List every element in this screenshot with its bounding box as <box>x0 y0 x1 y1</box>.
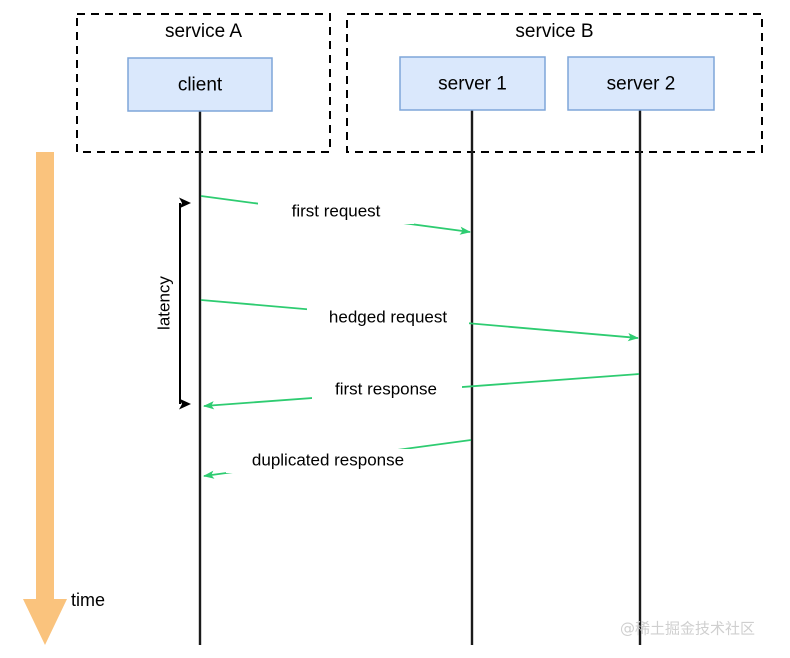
participant-label-client: client <box>178 75 223 96</box>
message-label-duplicated-response: duplicated response <box>252 450 404 469</box>
message-first-response: first response <box>203 373 640 410</box>
message-hedged-request: hedged request <box>200 299 639 342</box>
participant-server1[interactable]: server 1 <box>399 56 546 111</box>
message-first-request: first request <box>200 195 471 235</box>
group-service-a: service A <box>76 13 331 153</box>
participant-box-client[interactable] <box>127 57 273 112</box>
participant-client[interactable]: client <box>127 57 273 112</box>
message-label-first-response: first response <box>335 379 437 398</box>
message-label-first-request: first request <box>292 201 381 220</box>
message-label-bg-first-response <box>312 378 462 402</box>
participant-label-server2: server 2 <box>607 74 676 95</box>
participant-label-server1: server 1 <box>438 74 507 95</box>
message-label-bg-first-request <box>258 200 414 224</box>
latency-measure: latency <box>154 197 191 410</box>
group-box-service-a <box>76 13 331 153</box>
time-axis-label: time <box>71 590 105 610</box>
participant-box-server1[interactable] <box>399 56 546 111</box>
participant-box-server2[interactable] <box>567 56 715 111</box>
message-label-hedged-request: hedged request <box>329 307 447 326</box>
message-duplicated-response: duplicated response <box>203 439 472 479</box>
participant-server2[interactable]: server 2 <box>567 56 715 111</box>
group-title-service-a: service A <box>165 21 242 42</box>
message-label-bg-duplicated-response <box>226 449 430 473</box>
time-axis: time <box>23 152 105 645</box>
watermark: @稀土掘金技术社区 <box>620 620 755 638</box>
group-title-service-b: service B <box>515 21 593 42</box>
group-service-b: service B <box>346 13 763 153</box>
group-box-service-b <box>346 13 763 153</box>
latency-label: latency <box>154 276 173 330</box>
time-arrow-icon <box>23 152 67 645</box>
message-label-bg-hedged-request <box>307 306 469 330</box>
